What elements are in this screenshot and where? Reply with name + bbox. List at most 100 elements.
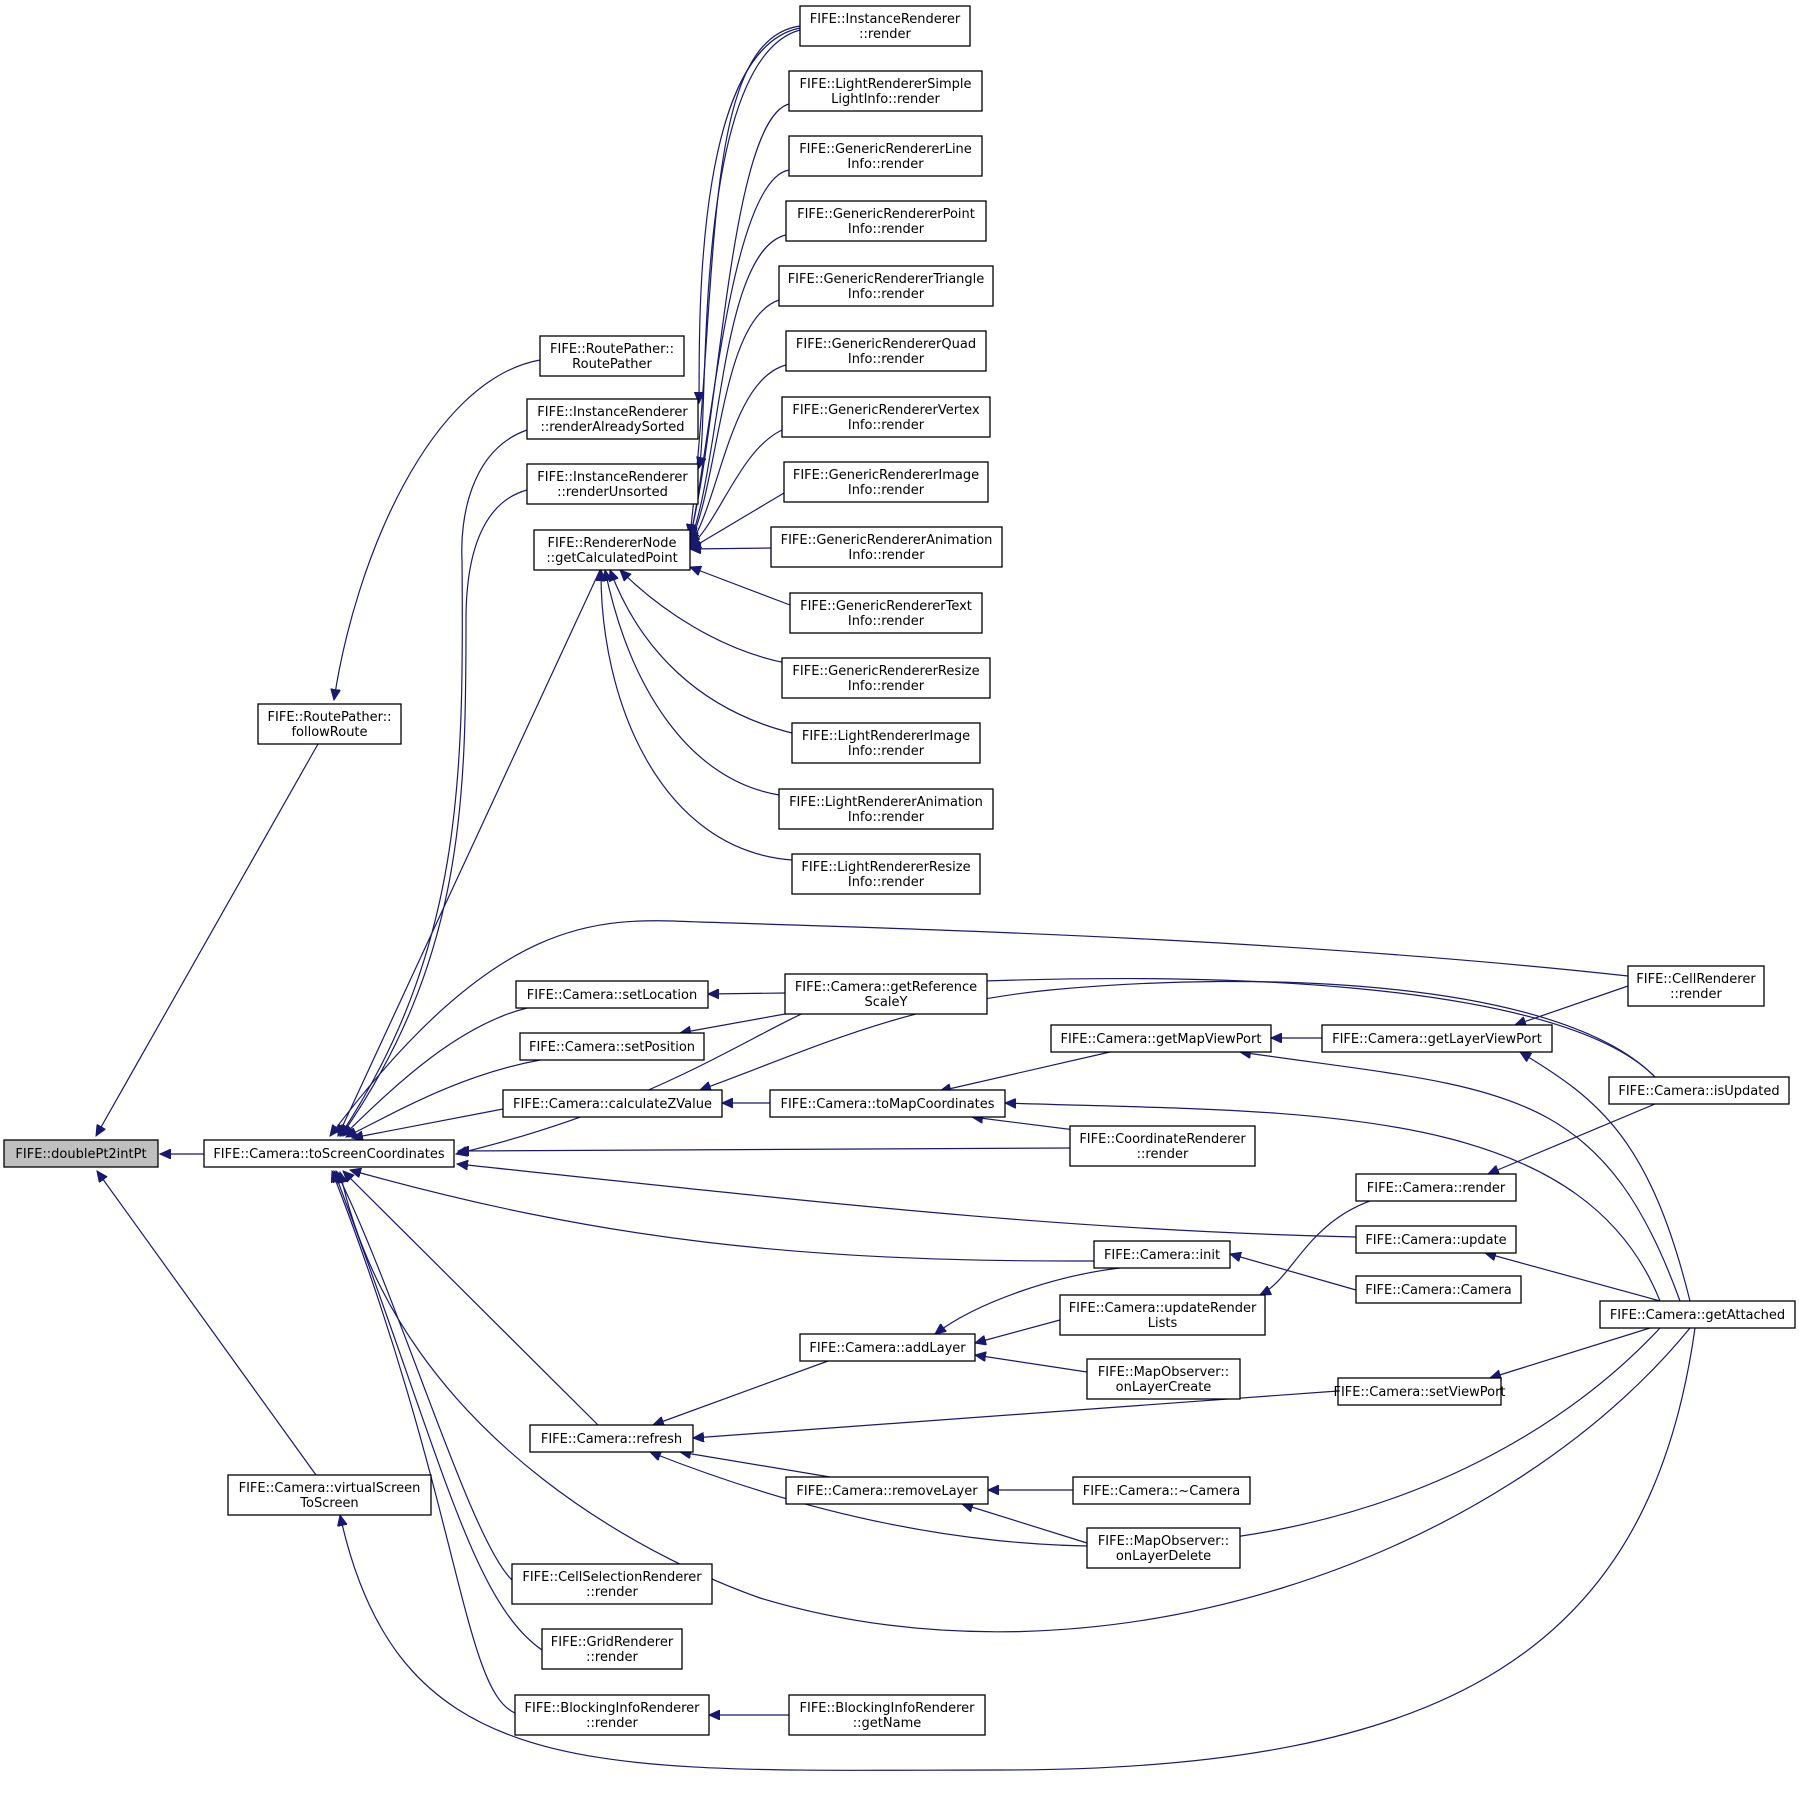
edge-n16-to-n07: [690, 548, 772, 549]
edge-n08-to-n07: [690, 25, 801, 535]
node-box: [515, 980, 709, 1009]
node-label: FIFE::CellRenderer: [1636, 972, 1756, 987]
graph-node-n09[interactable]: FIFE::LightRendererSimpleLightInfo::rend…: [788, 70, 983, 112]
graph-node-n22[interactable]: FIFE::Camera::setLocation: [515, 980, 709, 1009]
node-box: [791, 853, 981, 895]
node-label: FIFE::GenericRendererText: [800, 599, 972, 614]
node-label: FIFE::Camera::setLocation: [527, 988, 697, 1003]
node-box: [502, 1089, 723, 1118]
graph-node-n28[interactable]: FIFE::Camera::getLayerViewPort: [1321, 1024, 1553, 1053]
node-label: Info::render: [848, 222, 925, 237]
edge-n37-to-n40: [1490, 1327, 1651, 1378]
graph-node-n48[interactable]: FIFE::BlockingInfoRenderer::getName: [788, 1694, 986, 1736]
node-box: [514, 1694, 710, 1736]
node-box: [533, 529, 691, 571]
graph-node-n27[interactable]: FIFE::Camera::getMapViewPort: [1050, 1024, 1272, 1053]
node-label: Info::render: [848, 810, 925, 825]
graph-node-n31[interactable]: FIFE::CoordinateRenderer::render: [1069, 1125, 1256, 1167]
node-box: [785, 200, 987, 242]
graph-node-n30[interactable]: FIFE::Camera::isUpdated: [1608, 1076, 1790, 1105]
node-label: FIFE::Camera::getReference: [795, 980, 977, 995]
node-box: [799, 1333, 976, 1362]
node-box: [539, 335, 685, 377]
graph-node-n44[interactable]: FIFE::MapObserver::onLayerDelete: [1086, 1527, 1241, 1569]
graph-node-n07[interactable]: FIFE::RendererNode::getCalculatedPoint: [533, 529, 691, 571]
node-label: FIFE::RoutePather::: [268, 710, 392, 725]
graph-node-n06[interactable]: FIFE::InstanceRenderer::renderUnsorted: [526, 463, 699, 505]
node-box: [257, 703, 402, 745]
node-label: FIFE::RendererNode: [547, 536, 676, 551]
graph-node-n08[interactable]: FIFE::InstanceRenderer::render: [799, 5, 971, 47]
graph-node-n42[interactable]: FIFE::Camera::removeLayer: [785, 1476, 989, 1505]
edge-n17-to-n07: [690, 567, 791, 606]
graph-node-n45[interactable]: FIFE::CellSelectionRenderer::render: [511, 1563, 713, 1605]
graph-node-n40[interactable]: FIFE::Camera::setViewPort: [1333, 1377, 1506, 1406]
graph-node-n12[interactable]: FIFE::GenericRendererTriangleInfo::rende…: [778, 265, 994, 307]
node-label: FIFE::RoutePather::: [550, 342, 674, 357]
edge-n18-to-n07: [620, 570, 787, 664]
node-box: [1608, 1076, 1790, 1105]
edge-n41-to-n01: [343, 1171, 599, 1426]
node-box: [519, 1032, 705, 1061]
node-label: ToScreen: [299, 1496, 358, 1511]
node-box: [784, 973, 988, 1015]
graph-node-n16[interactable]: FIFE::GenericRendererAnimationInfo::rend…: [770, 526, 1003, 568]
node-label: FIFE::Camera::update: [1365, 1233, 1506, 1248]
node-label: ::render: [1137, 1147, 1189, 1162]
graph-node-n33[interactable]: FIFE::Camera::update: [1355, 1225, 1517, 1254]
graph-node-n32[interactable]: FIFE::Camera::render: [1355, 1173, 1517, 1202]
graph-node-n04[interactable]: FIFE::RoutePather::RoutePather: [539, 335, 685, 377]
node-box: [203, 1139, 455, 1168]
node-label: FIFE::GenericRendererQuad: [796, 337, 976, 352]
graph-node-n05[interactable]: FIFE::InstanceRenderer::renderAlreadySor…: [526, 398, 699, 440]
node-label: FIFE::Camera::setPosition: [529, 1040, 695, 1055]
node-box: [781, 396, 991, 438]
edge-n24-to-n22: [708, 993, 786, 994]
node-label: FIFE::Camera::removeLayer: [796, 1484, 978, 1499]
edge-n08-to-n05: [699, 27, 801, 403]
node-label: FIFE::Camera::updateRender: [1069, 1301, 1257, 1316]
node-label: FIFE::CoordinateRenderer: [1079, 1132, 1246, 1147]
graph-node-n39[interactable]: FIFE::MapObserver::onLayerCreate: [1086, 1358, 1241, 1400]
graph-node-n29[interactable]: FIFE::CellRenderer::render: [1627, 965, 1765, 1007]
graph-node-n23[interactable]: FIFE::Camera::setPosition: [519, 1032, 705, 1061]
graph-node-n34[interactable]: FIFE::Camera::init: [1093, 1240, 1231, 1269]
graph-node-n37[interactable]: FIFE::Camera::getAttached: [1599, 1300, 1796, 1329]
node-label: FIFE::MapObserver::: [1098, 1365, 1229, 1380]
node-label: ::render: [859, 27, 911, 42]
graph-node-n38[interactable]: FIFE::Camera::addLayer: [799, 1333, 976, 1362]
edge-n02-to-n00: [96, 743, 319, 1136]
graph-node-n35[interactable]: FIFE::Camera::Camera: [1355, 1275, 1522, 1304]
edge-n38-to-n41: [653, 1360, 829, 1425]
node-box: [1355, 1275, 1522, 1304]
graph-node-n46[interactable]: FIFE::GridRenderer::render: [541, 1628, 683, 1670]
graph-node-n43[interactable]: FIFE::Camera::~Camera: [1072, 1476, 1251, 1505]
graph-node-n47[interactable]: FIFE::BlockingInfoRenderer::render: [514, 1694, 710, 1736]
node-label: FIFE::InstanceRenderer: [537, 405, 688, 420]
graph-node-n00[interactable]: FIFE::doublePt2intPt: [3, 1139, 159, 1168]
node-label: FIFE::GenericRendererLine: [799, 142, 972, 157]
graph-node-n02[interactable]: FIFE::RoutePather::followRoute: [257, 703, 402, 745]
graph-node-n41[interactable]: FIFE::Camera::refresh: [529, 1424, 694, 1453]
node-box: [770, 526, 1003, 568]
node-box: [788, 1694, 986, 1736]
graph-node-n01[interactable]: FIFE::Camera::toScreenCoordinates: [203, 1139, 455, 1168]
graph-node-n25[interactable]: FIFE::Camera::calculateZValue: [502, 1089, 723, 1118]
graph-node-n26[interactable]: FIFE::Camera::toMapCoordinates: [769, 1089, 1006, 1118]
edge-n45-to-n01: [335, 1171, 513, 1581]
edge-n20-to-n07: [605, 570, 780, 796]
node-label: Info::render: [848, 875, 925, 890]
